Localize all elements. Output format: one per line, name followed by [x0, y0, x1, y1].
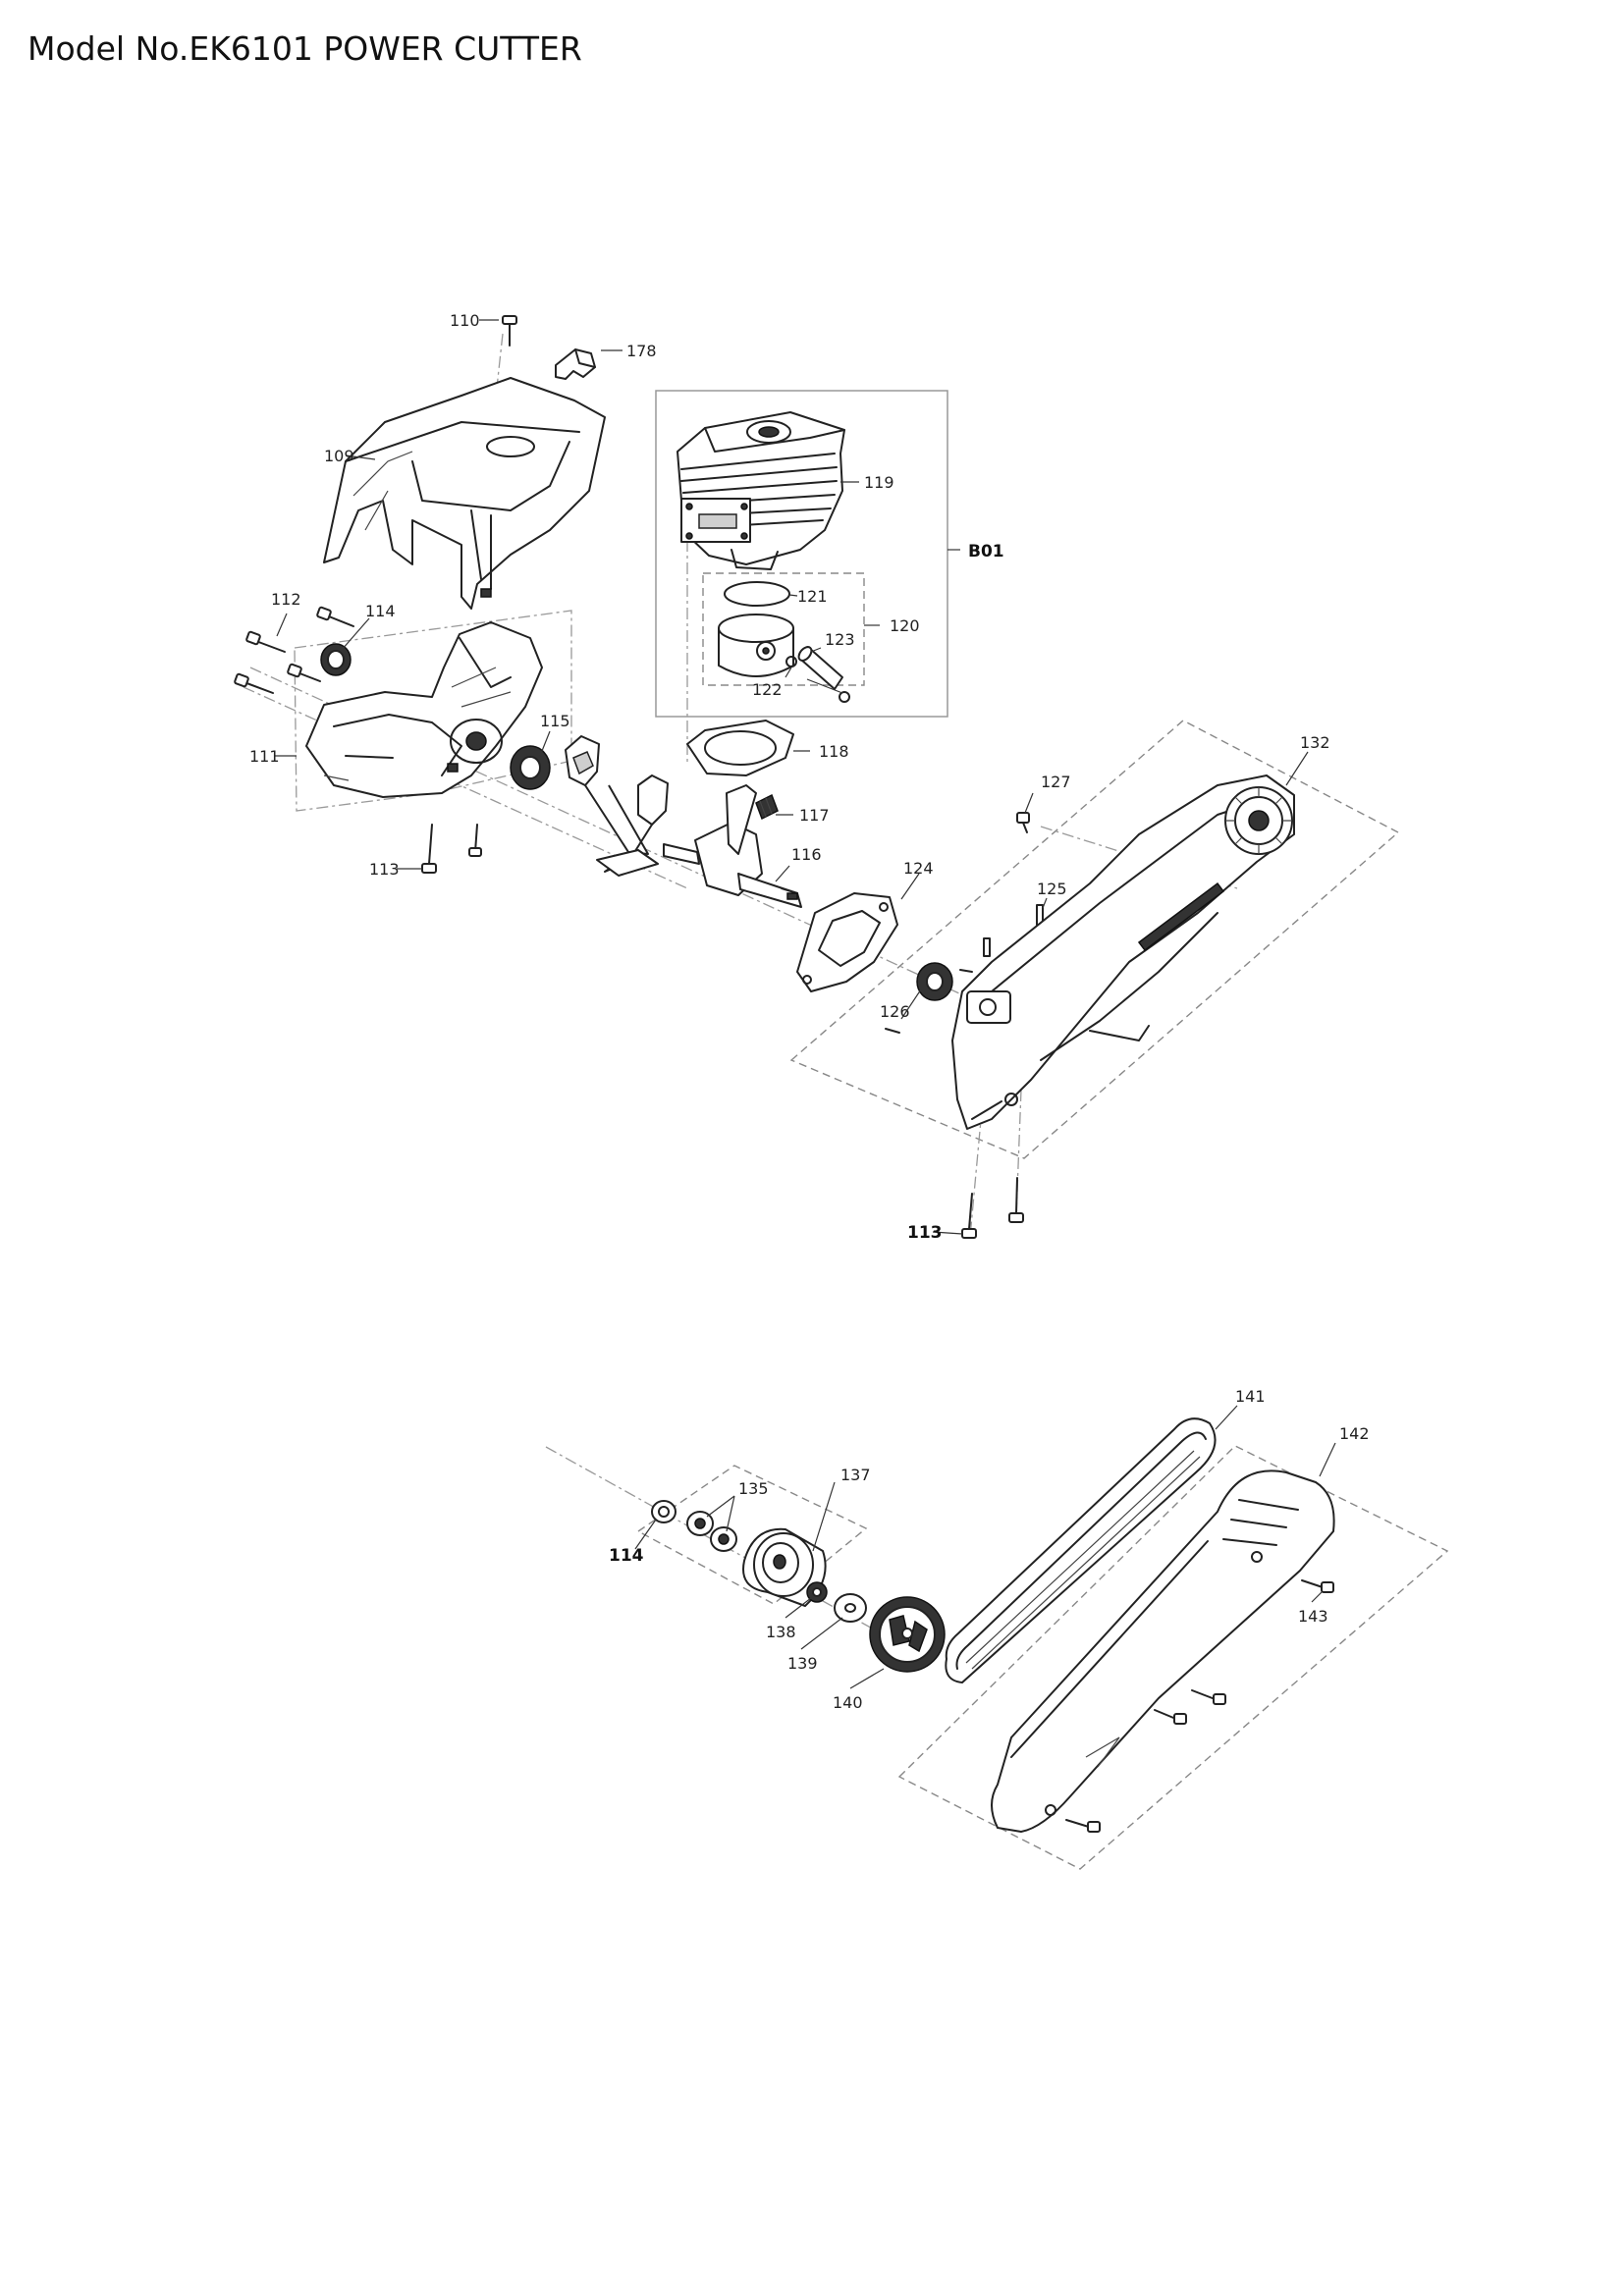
axis-line-6 [969, 1108, 983, 1238]
belt-guard-box [897, 1445, 1449, 1870]
gasket-118-part [686, 720, 794, 776]
screw-127-part [1016, 812, 1030, 833]
crankshaft-part [663, 784, 802, 908]
callout-109: 109 [324, 447, 354, 465]
callout-124: 124 [903, 859, 934, 878]
callout-119: 119 [864, 473, 894, 492]
leader-lines [275, 319, 1336, 1689]
lower-axis-line [545, 1446, 928, 1660]
clutch-drum-part [742, 1527, 827, 1607]
page-title: Model No.EK6101 POWER CUTTER [27, 29, 582, 68]
piston-group-box [702, 572, 865, 686]
piston-part [718, 614, 794, 677]
callout-127: 127 [1041, 773, 1071, 791]
callout-137: 137 [840, 1466, 871, 1484]
crankcase-part [305, 621, 543, 798]
callout-138: 138 [766, 1623, 796, 1641]
callout-115: 115 [540, 712, 570, 730]
bolts-113-bottom-part [961, 1177, 1024, 1239]
callout-110: 110 [450, 311, 480, 330]
callout-111: 111 [249, 747, 280, 766]
bolts-113-left-part [421, 824, 482, 874]
callout-117: 117 [799, 806, 830, 825]
callout-113-left: 113 [369, 860, 400, 879]
callout-B01: B01 [968, 542, 1004, 561]
callout-125: 125 [1037, 880, 1067, 898]
crankcase-group-box [294, 610, 572, 812]
gasket-124-part [796, 892, 898, 992]
callout-139: 139 [787, 1654, 818, 1673]
callout-142: 142 [1339, 1424, 1370, 1443]
callout-143: 143 [1298, 1607, 1328, 1626]
callout-140: 140 [833, 1693, 863, 1712]
cylinder-kit-box [655, 390, 948, 718]
drive-belt-part [945, 1417, 1217, 1683]
axis-line-3 [1040, 826, 1238, 889]
cylinder-part [677, 411, 845, 570]
callout-126: 126 [880, 1002, 910, 1021]
belt-guard-part [991, 1469, 1335, 1833]
callout-113-bottom: 113 [907, 1223, 943, 1243]
bearings-135-part [686, 1511, 737, 1552]
bolts-112-part [234, 606, 354, 694]
callout-120: 120 [890, 616, 920, 635]
circlip-2-part [839, 691, 850, 703]
axis-line-2 [243, 686, 688, 889]
circlip-1-part [785, 656, 797, 667]
needle-bearing-part [755, 793, 779, 821]
callout-114-upper: 114 [365, 602, 396, 620]
intake-boot-part [565, 735, 669, 877]
washer-139-part [834, 1593, 867, 1623]
callout-141: 141 [1235, 1387, 1266, 1406]
cutting-arm-part [951, 774, 1295, 1130]
callout-118: 118 [819, 742, 849, 761]
needle-bearing-138-part [806, 1581, 828, 1603]
callout-116: 116 [791, 845, 822, 864]
seal-114-part [320, 643, 352, 676]
bearing-115-part [510, 745, 551, 790]
callout-labels: 110 178 109 119 B01 121 120 123 122 118 … [249, 311, 1370, 1712]
clutch-part [869, 1596, 946, 1673]
washer-114-part [651, 1500, 677, 1523]
callout-121: 121 [797, 587, 828, 606]
callout-123: 123 [825, 630, 855, 649]
clip-178-part [555, 348, 596, 380]
callout-112: 112 [271, 590, 301, 609]
bearing-126-part [885, 962, 973, 1034]
piston-pin-part [797, 646, 843, 690]
callout-132: 132 [1300, 733, 1330, 752]
piston-ring-part [724, 581, 790, 607]
callout-178: 178 [626, 342, 657, 360]
screw-110-part [502, 315, 517, 347]
callout-122: 122 [752, 680, 783, 699]
callout-135: 135 [738, 1479, 769, 1498]
callout-114-lower: 114 [609, 1546, 644, 1566]
top-cover-part [323, 377, 606, 610]
arm-group-box [789, 720, 1400, 1159]
screws-143-part [1065, 1579, 1334, 1833]
clutch-group-box [636, 1465, 868, 1605]
